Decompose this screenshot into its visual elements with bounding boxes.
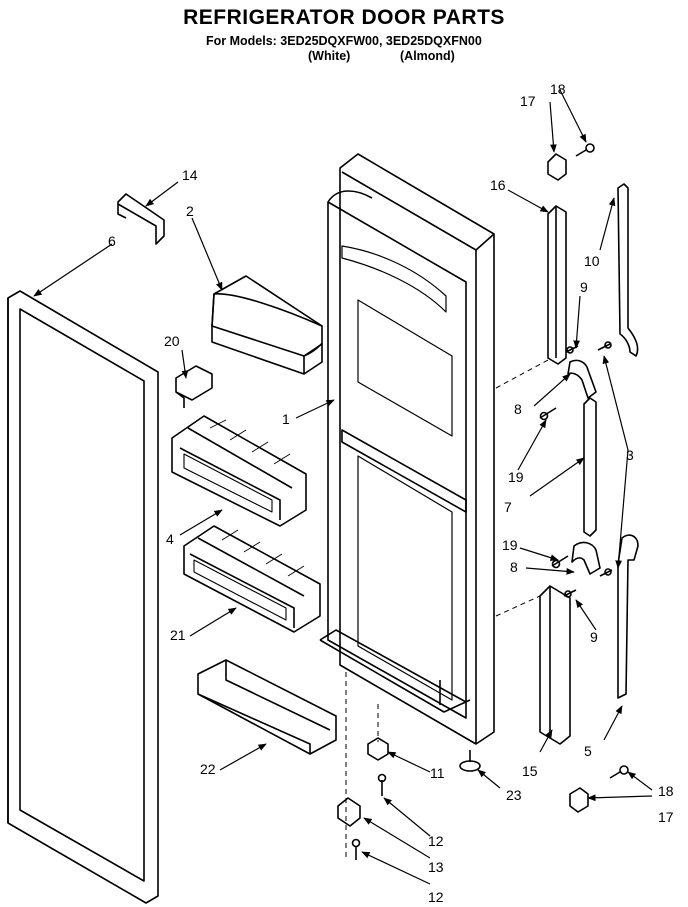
hinge-upper xyxy=(567,359,597,399)
small-cover xyxy=(175,365,213,408)
callout-18a: 18 xyxy=(550,81,566,97)
callout-labels: 1 2 3 4 5 6 7 8 8 9 9 10 11 12 12 13 14 … xyxy=(108,81,674,905)
hinge-lower xyxy=(571,541,601,575)
white-label: (White) xyxy=(308,49,351,63)
alignment-lines xyxy=(345,359,549,860)
leader-lines xyxy=(33,89,653,885)
callout-12b: 12 xyxy=(428,889,444,905)
bottom-hinge-bracket xyxy=(337,797,361,827)
callout-12a: 12 xyxy=(428,833,444,849)
callout-16: 16 xyxy=(490,177,506,193)
top-hinge-channel xyxy=(547,205,567,365)
screw-19-lower xyxy=(551,555,569,569)
callout-10: 10 xyxy=(584,253,600,269)
top-screw xyxy=(575,143,595,157)
callout-19a: 19 xyxy=(508,469,524,485)
callout-21: 21 xyxy=(170,627,186,643)
callout-7: 7 xyxy=(504,499,512,515)
models-line: For Models: 3ED25DQXFW00, 3ED25DQXFN00 xyxy=(206,34,482,48)
lower-trim-strip xyxy=(617,534,639,699)
callout-9a: 9 xyxy=(580,279,588,295)
top-bracket xyxy=(547,153,567,181)
callout-2: 2 xyxy=(186,203,194,219)
screw-19-upper xyxy=(539,407,557,421)
lower-door-bin xyxy=(183,525,321,633)
callout-8a: 8 xyxy=(514,401,522,417)
lower-hinge-channel xyxy=(539,585,571,745)
bottom-screw xyxy=(609,765,629,779)
callout-19b: 19 xyxy=(502,537,518,553)
callout-9b: 9 xyxy=(590,629,598,645)
callout-17a: 17 xyxy=(520,93,536,109)
screw-12-upper xyxy=(377,773,387,796)
hinge-screw-lower xyxy=(563,589,577,598)
bottom-door-shelf xyxy=(197,659,337,755)
screw-3-lower xyxy=(599,568,613,577)
callout-13: 13 xyxy=(428,859,444,875)
callout-20: 20 xyxy=(164,333,180,349)
callout-14: 14 xyxy=(182,167,198,183)
callout-8b: 8 xyxy=(510,559,518,575)
almond-label: (Almond) xyxy=(400,49,455,63)
callout-15: 15 xyxy=(522,763,538,779)
callout-11: 11 xyxy=(430,765,445,781)
bottom-bracket xyxy=(569,787,589,813)
upper-dairy-bin xyxy=(211,275,323,375)
callout-18b: 18 xyxy=(658,783,674,799)
diagram-title: REFRIGERATOR DOOR PARTS xyxy=(183,6,505,29)
clip xyxy=(117,193,165,245)
screw-3-upper xyxy=(597,341,612,351)
trim-strip xyxy=(617,183,639,357)
door-gasket xyxy=(7,290,159,904)
callout-3: 3 xyxy=(626,447,634,463)
callout-4: 4 xyxy=(166,531,174,547)
callout-6: 6 xyxy=(108,233,116,249)
screw-12-lower xyxy=(351,838,361,860)
leveling-foot xyxy=(459,750,481,772)
callout-1: 1 xyxy=(282,411,290,427)
door-liner xyxy=(319,153,495,745)
callout-5: 5 xyxy=(584,743,592,759)
callout-23: 23 xyxy=(506,787,522,803)
callout-22: 22 xyxy=(200,761,216,777)
callout-17b: 17 xyxy=(658,809,674,825)
door-shelf-bin xyxy=(171,415,307,527)
middle-trim-strip xyxy=(583,397,597,537)
